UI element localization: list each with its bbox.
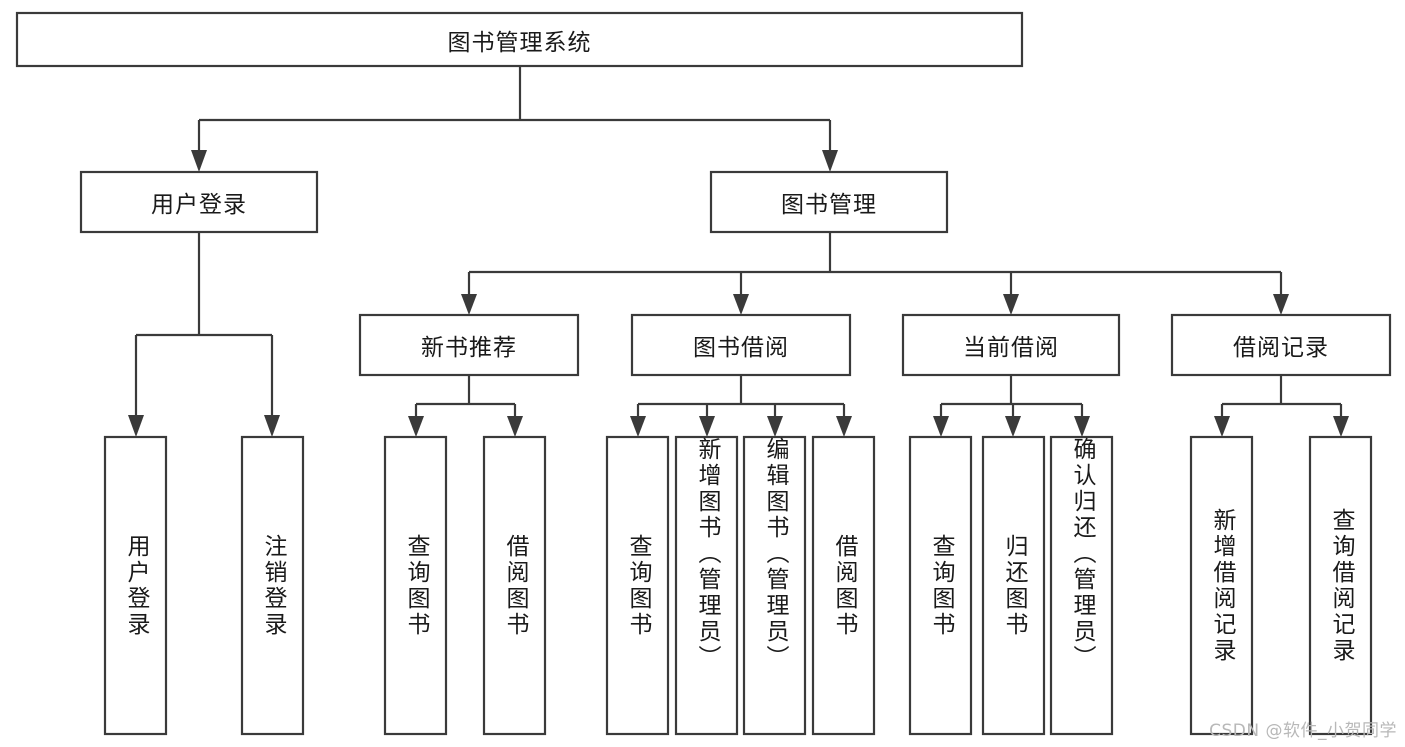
arrow-head-leaf-query-book-2: [630, 416, 646, 437]
node-box-book-borrow[interactable]: [630, 313, 852, 377]
arrow-head-leaf-edit-book: [767, 416, 783, 437]
arrow-head-borrow-record: [1273, 294, 1289, 315]
csdn-watermark: CSDN @软件_小贺同学: [1209, 721, 1397, 741]
node-box-leaf-edit-book[interactable]: [742, 435, 807, 736]
arrow-head-leaf-borrow-book-1: [507, 416, 523, 437]
arrow-head-leaf-user-login: [128, 415, 144, 437]
arrow-head-leaf-add-record: [1214, 416, 1230, 437]
connector-group-book-borrow: [630, 375, 852, 437]
connector-group-borrow-record: [1214, 375, 1349, 437]
arrow-head-leaf-add-book: [699, 416, 715, 437]
node-box-book-manage[interactable]: [709, 170, 949, 234]
node-box-current-borrow[interactable]: [901, 313, 1121, 377]
node-box-leaf-user-login[interactable]: [103, 435, 168, 736]
arrow-head-leaf-return-book: [1005, 416, 1021, 437]
arrow-head-book-manage: [822, 150, 838, 172]
node-box-leaf-confirm-return[interactable]: [1049, 435, 1114, 736]
connector-group-root: [191, 66, 838, 172]
node-box-leaf-add-book[interactable]: [674, 435, 739, 736]
node-box-user-login[interactable]: [79, 170, 319, 234]
connector-group-current-borrow: [933, 375, 1090, 437]
connector-group-user-login: [128, 232, 280, 437]
arrow-head-user-login: [191, 150, 207, 172]
arrow-head-book-borrow: [733, 294, 749, 315]
arrow-head-leaf-query-record: [1333, 416, 1349, 437]
node-box-leaf-user-logout[interactable]: [240, 435, 305, 736]
arrow-head-leaf-borrow-book-2: [836, 416, 852, 437]
node-box-leaf-query-book-2[interactable]: [605, 435, 670, 736]
arrow-head-new-book-recommend: [461, 294, 477, 315]
node-box-root[interactable]: [15, 11, 1024, 68]
node-box-leaf-query-book-1[interactable]: [383, 435, 448, 736]
node-box-leaf-borrow-book-2[interactable]: [811, 435, 876, 736]
node-box-leaf-query-book-3[interactable]: [908, 435, 973, 736]
node-box-leaf-query-record[interactable]: [1308, 435, 1373, 736]
node-box-leaf-return-book[interactable]: [981, 435, 1046, 736]
arrow-head-leaf-query-book-3: [933, 416, 949, 437]
arrow-head-leaf-confirm-return: [1074, 416, 1090, 437]
arrow-head-leaf-query-book-1: [408, 416, 424, 437]
node-box-leaf-borrow-book-1[interactable]: [482, 435, 547, 736]
connector-group-new-book-recommend: [408, 375, 523, 437]
node-box-borrow-record[interactable]: [1170, 313, 1392, 377]
arrow-head-current-borrow: [1003, 294, 1019, 315]
connector-group-book-manage: [461, 232, 1289, 315]
node-box-new-book-recommend[interactable]: [358, 313, 580, 377]
arrow-head-leaf-user-logout: [264, 415, 280, 437]
node-box-leaf-add-record[interactable]: [1189, 435, 1254, 736]
